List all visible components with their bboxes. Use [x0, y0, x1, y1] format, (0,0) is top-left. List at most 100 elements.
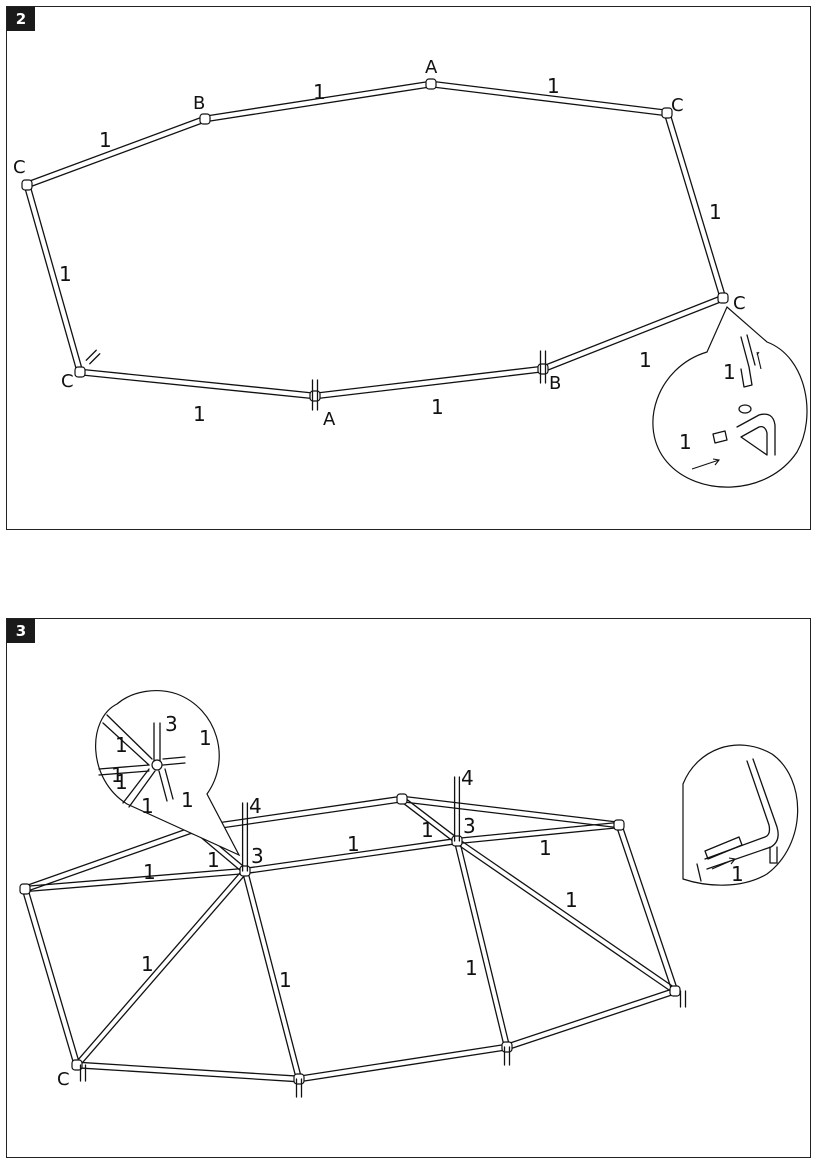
pole-label-4: 4: [249, 794, 262, 818]
joint-l: [19, 883, 31, 895]
pole-label-2: 3: [251, 844, 264, 868]
leg-stub-r: [679, 990, 687, 1008]
pole-label-3: 3: [463, 814, 476, 838]
rafter-hub1-5: [243, 837, 459, 875]
figure-3-number: 3: [7, 619, 35, 643]
frame-tube-outer-2: [193, 795, 404, 833]
part-label-11: 1: [565, 888, 578, 912]
rafter-hub2-2: [456, 821, 620, 845]
part-label-3: 1: [547, 74, 560, 98]
part-label-2: 1: [199, 726, 212, 750]
part-label-7: 1: [193, 402, 206, 426]
joint-r: [669, 985, 681, 997]
pole-hub1: [241, 802, 249, 872]
part-label-3: 1: [115, 770, 128, 794]
part-label-10: 1: [679, 430, 692, 454]
frame-tube-outer-1: [23, 825, 197, 893]
frame-tube-outer-6: [297, 1043, 509, 1083]
joint-label-c: C: [57, 1069, 70, 1090]
figure-2-number: 2: [7, 7, 35, 31]
detail-callout: [652, 306, 808, 488]
detail-hub: [98, 714, 186, 808]
detail-elbow: [736, 404, 776, 456]
joint-bm: [293, 1073, 305, 1085]
joint-a1: [425, 78, 437, 90]
frame-tube-2: [203, 80, 433, 123]
frame-tube-outer-5: [505, 987, 677, 1051]
frame-joints: [21, 78, 729, 411]
joint-c4: [74, 366, 86, 378]
joint-tr: [613, 819, 625, 831]
figure-3-panel: 3 1: [6, 618, 811, 1158]
part-label-1: 1: [115, 733, 128, 757]
joint-label-3: B: [549, 373, 561, 394]
joint-a2-stub: [311, 379, 319, 411]
joint-br: [501, 1041, 513, 1053]
frame-tube-5: [541, 294, 725, 373]
part-label-13: 1: [279, 968, 292, 992]
joint-label-7: C: [733, 293, 746, 314]
rafter-hub1-3: [74, 868, 248, 1068]
joint-a2: [309, 390, 321, 402]
frame-tube-1: [25, 115, 207, 189]
joint-c3: [717, 292, 729, 304]
frame-joints: [19, 776, 687, 1098]
detail-elbow-socket: [738, 404, 752, 414]
part-label-5: 1: [639, 348, 652, 372]
frame-tubes: [21, 795, 679, 1083]
joint-label-2: A: [425, 57, 438, 78]
frame-tube-8: [23, 183, 84, 374]
joint-label-8: C: [61, 371, 74, 392]
part-label-8: 1: [59, 262, 72, 286]
frame-tubes: [23, 80, 727, 400]
part-label-14: 1: [465, 956, 478, 980]
rafter-hub2-3: [454, 838, 678, 994]
joint-h2: [451, 835, 463, 847]
rafter-hub2-1: [399, 796, 460, 844]
joint-c1: [21, 179, 33, 191]
pole-hub2: [453, 776, 461, 842]
joint-b2: [537, 363, 549, 375]
leg-stub-bl: [79, 1064, 87, 1082]
joint-label-6: C: [671, 95, 684, 116]
rafter-hub2-4: [453, 839, 511, 1049]
callout-bubble-right: [682, 744, 799, 886]
rafter-hub1-4: [241, 869, 303, 1081]
part-label-2: 1: [313, 80, 326, 104]
part-label-9: 1: [723, 360, 736, 384]
frame-tube-6: [314, 365, 544, 400]
frame-tube-outer-8: [21, 887, 81, 1067]
joint-label-4: B: [193, 93, 205, 114]
part-label-7: 1: [143, 860, 156, 884]
part-label-6: 1: [431, 395, 444, 419]
frame-tube-4: [663, 111, 727, 300]
part-label-8: 1: [347, 832, 360, 856]
pole-label-1: 3: [165, 712, 178, 736]
joint-c2: [661, 107, 673, 119]
joint-tm: [396, 793, 408, 805]
frame-tube-3: [430, 80, 668, 117]
frame-tube-outer-4: [615, 823, 679, 993]
frame-tube-7: [79, 368, 316, 400]
part-label-1: 1: [99, 128, 112, 152]
pole-label-5: 4: [461, 766, 474, 790]
frame-tube-outer-3: [401, 795, 620, 829]
rafter-hub1-1: [24, 867, 246, 893]
frame-tube-outer-7: [76, 1061, 300, 1083]
detail-tube-horizontal: [691, 430, 728, 470]
part-label-10: 1: [539, 836, 552, 860]
part-label-12: 1: [141, 952, 154, 976]
joint-bl: [71, 1059, 83, 1071]
part-label-15: 1: [731, 862, 744, 886]
part-label-4: 1: [709, 200, 722, 224]
joint-label-5: C: [13, 157, 26, 178]
joint-b2-stub: [539, 350, 547, 384]
detail-callout-left: [95, 689, 241, 857]
part-label-6: 1: [207, 848, 220, 872]
part-label-4: 1: [141, 794, 154, 818]
detail-callout-right: [682, 744, 799, 886]
part-label-5: 1: [181, 788, 194, 812]
